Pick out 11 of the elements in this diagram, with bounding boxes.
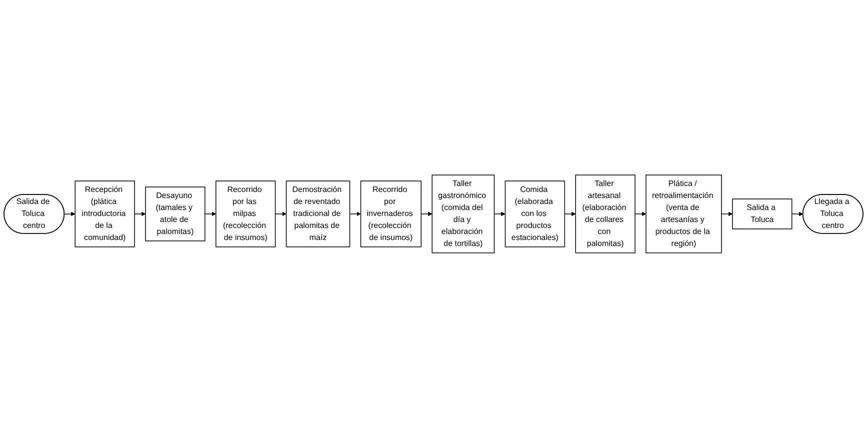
arrow	[634, 211, 646, 216]
arrow	[274, 211, 286, 216]
arrow	[494, 211, 506, 216]
arrow	[564, 211, 576, 216]
arrow	[791, 211, 804, 216]
arrow	[204, 211, 216, 216]
arrow	[721, 211, 733, 216]
arrow	[349, 211, 361, 216]
arrow	[64, 211, 76, 216]
arrow	[420, 211, 432, 216]
arrow	[134, 211, 146, 216]
